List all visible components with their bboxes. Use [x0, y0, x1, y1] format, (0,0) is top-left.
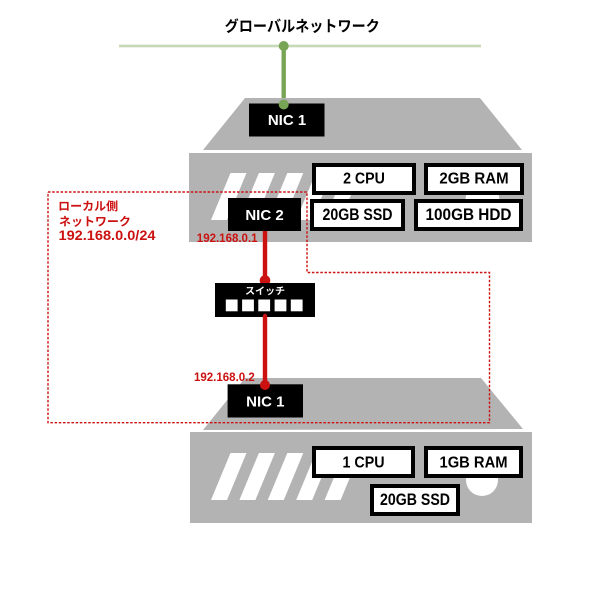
- svg-text:192.168.0.1: 192.168.0.1: [197, 233, 258, 245]
- svg-text:20GB SSD: 20GB SSD: [380, 490, 450, 509]
- svg-text:2 CPU: 2 CPU: [343, 170, 385, 187]
- svg-text:192.168.0.2: 192.168.0.2: [194, 372, 255, 384]
- svg-text:20GB SSD: 20GB SSD: [323, 205, 393, 224]
- svg-text:100GB HDD: 100GB HDD: [426, 205, 512, 224]
- svg-text:1 CPU: 1 CPU: [343, 454, 385, 471]
- svg-text:NIC 2: NIC 2: [245, 207, 283, 224]
- svg-text:2GB RAM: 2GB RAM: [439, 170, 508, 187]
- svg-text:1GB RAM: 1GB RAM: [440, 454, 508, 471]
- svg-text:NIC 1: NIC 1: [246, 394, 284, 411]
- svg-text:192.168.0.0/24: 192.168.0.0/24: [59, 227, 156, 243]
- svg-text:NIC 1: NIC 1: [268, 112, 306, 129]
